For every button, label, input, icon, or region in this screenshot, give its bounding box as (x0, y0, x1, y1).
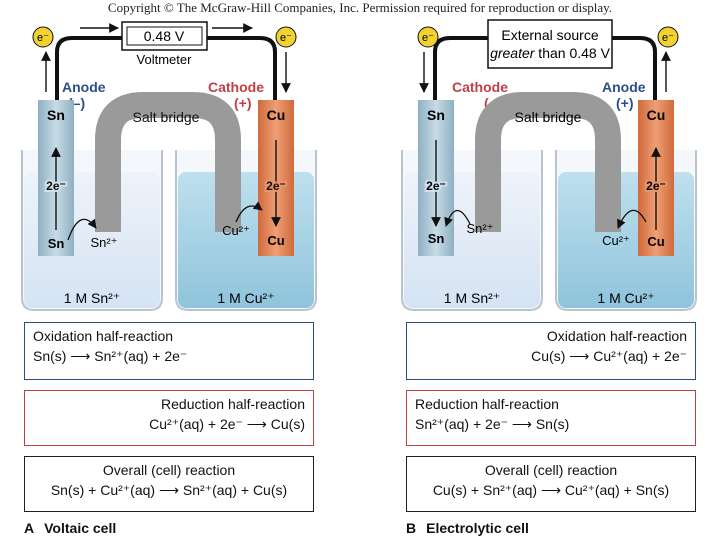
box-title: Oxidation half-reaction (546, 328, 687, 344)
electron-badge (275, 26, 297, 48)
tin-solution-label: 1 M Sn²⁺ (64, 290, 120, 306)
copper-electrode-label: Cu (647, 107, 666, 123)
copyright-notice: Copyright © The McGraw-Hill Companies, I… (107, 0, 613, 15)
reaction-equation: Sn(s) + Cu²⁺(aq) ⟶ Sn²⁺(aq) + Cu(s) (50, 482, 288, 498)
oxidation-arrow (617, 209, 647, 229)
electron-flow-label: 2e⁻ (646, 179, 666, 193)
external-source-line2: greater than 0.48 V (490, 45, 611, 61)
voltaic-caption: A Voltaic cell (24, 520, 116, 536)
box-title: Overall (cell) reaction (484, 462, 618, 478)
external-source-rest: than 0.48 V (534, 45, 610, 61)
electron-flow-label: 2e⁻ (266, 179, 286, 193)
reduction-arrow (235, 201, 263, 223)
electron-badge (417, 26, 439, 48)
external-source-line1: External source (501, 27, 598, 43)
electrolytic-caption: B Electrolytic cell (406, 520, 529, 536)
electrolytic-reduction-box: Reduction half-reaction Sn²⁺(aq) + 2e⁻ ⟶… (406, 390, 696, 446)
box-title: Reduction half-reaction (415, 396, 559, 412)
tin-ion-label: Sn²⁺ (90, 235, 117, 250)
anode-sign: (+) (616, 95, 634, 111)
electron-label: e⁻ (37, 32, 49, 44)
copper-atom-label: Cu (647, 234, 664, 249)
electron-label: e⁻ (280, 32, 292, 44)
wire-right (207, 36, 277, 100)
electron-label: e⁻ (422, 32, 434, 44)
electrolytic-oxidation-box: Oxidation half-reaction Cu(s) ⟶ Cu²⁺(aq)… (406, 322, 696, 380)
voltmeter-label: Voltmeter (137, 52, 193, 67)
reaction-equation: Cu(s) ⟶ Cu²⁺(aq) + 2e⁻ (531, 348, 687, 364)
electrolytic-cell-panel: e⁻ e⁻ External source greater than 0.48 … (401, 19, 697, 311)
electron-badge (657, 26, 679, 48)
copper-electrode-label: Cu (267, 107, 286, 123)
tin-atom-label: Sn (428, 231, 445, 246)
copper-ion-label: Cu²⁺ (222, 223, 250, 238)
copper-atom-label: Cu (267, 233, 284, 248)
voltaic-reduction-box: Reduction half-reaction Cu²⁺(aq) + 2e⁻ ⟶… (24, 390, 314, 446)
voltaic-overall-box: Overall (cell) reaction Sn(s) + Cu²⁺(aq)… (24, 456, 314, 512)
box-title: Reduction half-reaction (161, 396, 305, 412)
reaction-equation: Cu²⁺(aq) + 2e⁻ ⟶ Cu(s) (149, 416, 305, 432)
electrolytic-overall-box: Overall (cell) reaction Cu(s) + Sn²⁺(aq)… (406, 456, 696, 512)
copper-ion-label: Cu²⁺ (602, 233, 630, 248)
electron-badge (32, 26, 54, 48)
reaction-equation: Sn(s) ⟶ Sn²⁺(aq) + 2e⁻ (33, 348, 188, 364)
reaction-equation: Sn²⁺(aq) + 2e⁻ ⟶ Sn(s) (415, 416, 570, 432)
cathode-label: Cathode (452, 79, 508, 95)
wire-left (433, 36, 488, 100)
salt-bridge-label: Salt bridge (515, 109, 582, 125)
salt-bridge (475, 92, 621, 232)
tin-electrode-label: Sn (47, 107, 65, 123)
cathode-sign: (+) (234, 95, 252, 111)
voltaic-oxidation-box: Oxidation half-reaction Sn(s) ⟶ Sn²⁺(aq)… (24, 322, 314, 380)
voltmeter-reading: 0.48 V (144, 28, 185, 44)
tin-solution-label: 1 M Sn²⁺ (444, 290, 500, 306)
electron-label: e⁻ (662, 32, 674, 44)
caption-text: Electrolytic cell (426, 520, 529, 536)
tin-electrode-label: Sn (427, 107, 445, 123)
anode-label: Anode (62, 79, 106, 95)
anode-label: Anode (602, 79, 646, 95)
wire-right (612, 36, 657, 100)
voltmeter-display (126, 26, 203, 46)
copper-solution-label: 1 M Cu²⁺ (217, 290, 274, 306)
caption-letter: B (406, 520, 417, 536)
copper-solution-label: 1 M Cu²⁺ (597, 290, 654, 306)
oxidation-arrow (67, 218, 97, 241)
tin-ion-label: Sn²⁺ (466, 221, 493, 236)
caption-text: Voltaic cell (44, 520, 117, 536)
cathode-label: Cathode (208, 79, 264, 95)
caption-letter: A (24, 520, 35, 536)
reduction-arrow (444, 209, 471, 227)
reaction-equation: Cu(s) + Sn²⁺(aq) ⟶ Cu²⁺(aq) + Sn(s) (432, 482, 670, 498)
external-source (487, 19, 613, 69)
tin-atom-label: Sn (48, 236, 65, 251)
box-title: Overall (cell) reaction (102, 462, 236, 478)
voltaic-cell-panel: e⁻ e⁻ 0.48 V Voltmeter Anode (–) Cathode… (21, 21, 317, 311)
wire-left (55, 36, 122, 100)
electron-flow-label: 2e⁻ (46, 179, 66, 193)
external-source-emphasis: greater (490, 45, 536, 61)
electron-flow-label: 2e⁻ (426, 179, 446, 193)
salt-bridge-label: Salt bridge (133, 109, 200, 125)
box-title: Oxidation half-reaction (33, 328, 174, 344)
salt-bridge (95, 92, 241, 232)
